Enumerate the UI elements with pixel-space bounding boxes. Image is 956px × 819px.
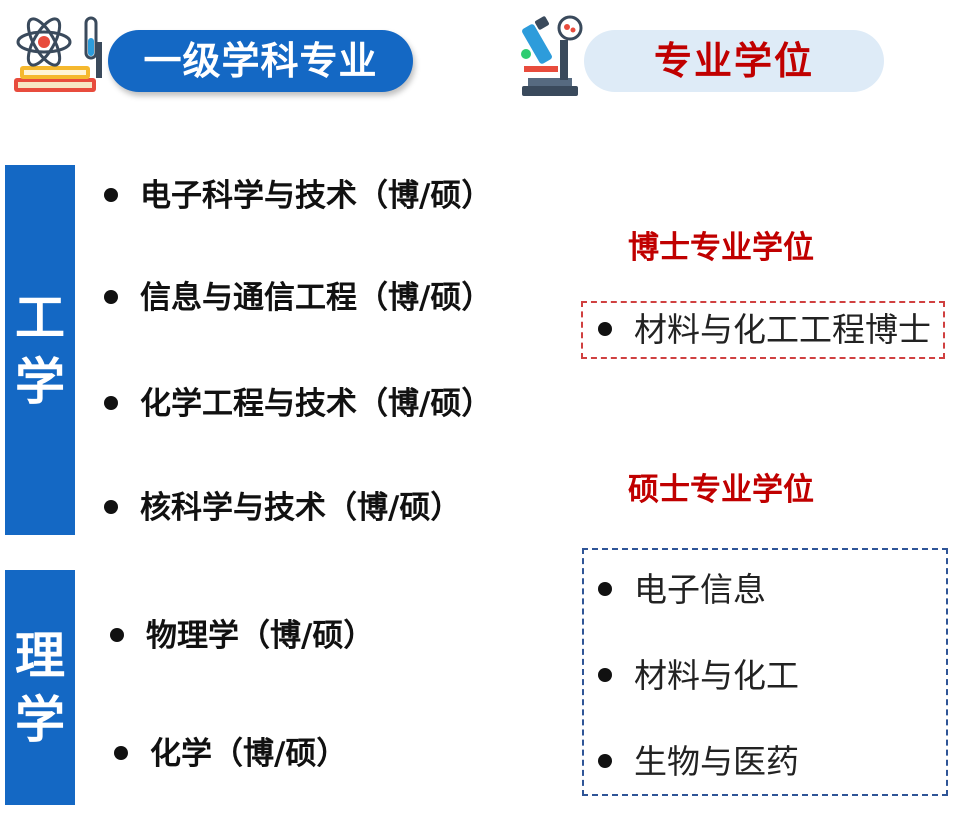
- list-item: 生物与医药: [598, 742, 799, 782]
- list-item-label: 电子信息: [634, 570, 766, 609]
- list-item: 材料与化工: [598, 656, 799, 696]
- list-item: 物理学（博/硕）: [110, 616, 374, 656]
- list-item: 核科学与技术（博/硕）: [104, 488, 461, 528]
- science-books-icon: [10, 12, 106, 100]
- list-item: 材料与化工工程博士: [598, 310, 931, 350]
- category-engineering-label-2: 学: [15, 353, 65, 411]
- bullet-icon: [598, 321, 612, 336]
- list-item: 电子信息: [598, 570, 766, 610]
- doctoral-box: [581, 301, 945, 359]
- list-item-label: 化学工程与技术（博/硕）: [140, 386, 493, 422]
- professional-degree-title: 专业学位: [584, 30, 884, 92]
- bullet-icon: [598, 581, 612, 596]
- list-item: 化学工程与技术（博/硕）: [104, 384, 492, 424]
- list-item-label: 化学（博/硕）: [150, 736, 348, 772]
- list-item-label: 材料与化工工程博士: [634, 310, 931, 349]
- bullet-icon: [104, 395, 118, 410]
- category-science-label-1: 理: [15, 626, 65, 685]
- list-item: 化学（博/硕）: [114, 734, 347, 774]
- microscope-icon: [516, 14, 586, 98]
- list-item-label: 材料与化工: [634, 656, 799, 695]
- master-heading: 硕士专业学位: [628, 472, 814, 508]
- list-item-label: 电子科学与技术（博/硕）: [140, 178, 493, 214]
- list-item-label: 核科学与技术（博/硕）: [140, 490, 462, 526]
- list-item-label: 信息与通信工程（博/硕）: [140, 280, 493, 316]
- category-science-label-2: 学: [15, 690, 65, 749]
- bullet-icon: [104, 289, 118, 304]
- bullet-icon: [110, 627, 124, 642]
- list-item-label: 物理学（博/硕）: [146, 618, 375, 654]
- primary-discipline-title: 一级学科专业: [108, 30, 413, 92]
- category-engineering-label-1: 工: [15, 289, 65, 347]
- bullet-icon: [104, 499, 118, 514]
- doctoral-heading: 博士专业学位: [628, 230, 814, 266]
- list-item-label: 生物与医药: [634, 742, 799, 781]
- category-science: 理 学: [5, 570, 75, 805]
- bullet-icon: [598, 753, 612, 768]
- list-item: 电子科学与技术（博/硕）: [104, 176, 492, 216]
- list-item: 信息与通信工程（博/硕）: [104, 278, 492, 318]
- bullet-icon: [598, 667, 612, 682]
- master-box: [582, 548, 948, 796]
- bullet-icon: [104, 187, 118, 202]
- bullet-icon: [114, 745, 128, 760]
- category-engineering: 工 学: [5, 165, 75, 535]
